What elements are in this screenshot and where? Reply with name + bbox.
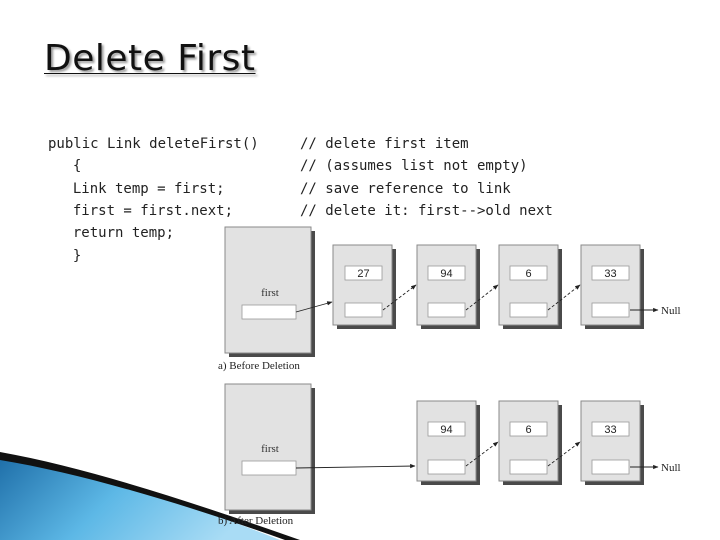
node-value: 27 [357, 268, 369, 280]
node-next-field [591, 459, 630, 475]
code-comment-4: // delete it: first-->old next [300, 203, 553, 219]
node-value: 6 [525, 424, 531, 436]
pointer-arrow [547, 284, 581, 311]
code-comment-1: // delete first item [300, 136, 469, 152]
first-pointer-field [241, 460, 297, 476]
code-line-3: Link temp = first; [56, 181, 225, 197]
before-caption: a) Before Deletion [218, 360, 300, 372]
pointer-arrow [295, 463, 416, 469]
first-label: first [261, 287, 279, 299]
node-value: 94 [440, 268, 452, 280]
node-next-field [427, 459, 466, 475]
null-label: Null [661, 462, 681, 474]
node-value: 33 [604, 268, 616, 280]
node-next-field [509, 302, 548, 318]
code-line-6: } [56, 248, 82, 264]
first-label: first [261, 443, 279, 455]
first-box [224, 226, 312, 354]
null-label: Null [661, 305, 681, 317]
pointer-arrow [547, 441, 581, 467]
before-deletion-panel: first 27 94 6 33 Null a) Before Del [218, 226, 681, 372]
code-comment-2: // (assumes list not empty) [300, 158, 528, 174]
first-pointer-field [241, 304, 297, 320]
node-next-field [427, 302, 466, 318]
pointer-arrow [295, 301, 333, 313]
code-line-4: first = first.next; [56, 203, 234, 219]
after-deletion-panel: first 94 6 33 Null b) After Deletion [218, 383, 681, 527]
code-line-5: return temp; [56, 225, 175, 241]
node-value: 33 [604, 424, 616, 436]
node-value: 94 [440, 424, 452, 436]
pointer-arrow [465, 441, 499, 467]
code-line-1: public Link deleteFirst() [48, 136, 259, 152]
first-box [224, 383, 312, 511]
code-comment-3: // save reference to link [300, 181, 511, 197]
pointer-arrow [465, 284, 499, 311]
node-next-field [344, 302, 383, 318]
node-next-field [509, 459, 548, 475]
code-line-2: { [56, 158, 82, 174]
slide-title: Delete First [44, 38, 256, 79]
pointer-arrow [382, 284, 417, 311]
after-caption: b) After Deletion [218, 515, 294, 527]
node-next-field [591, 302, 630, 318]
node-value: 6 [525, 268, 531, 280]
